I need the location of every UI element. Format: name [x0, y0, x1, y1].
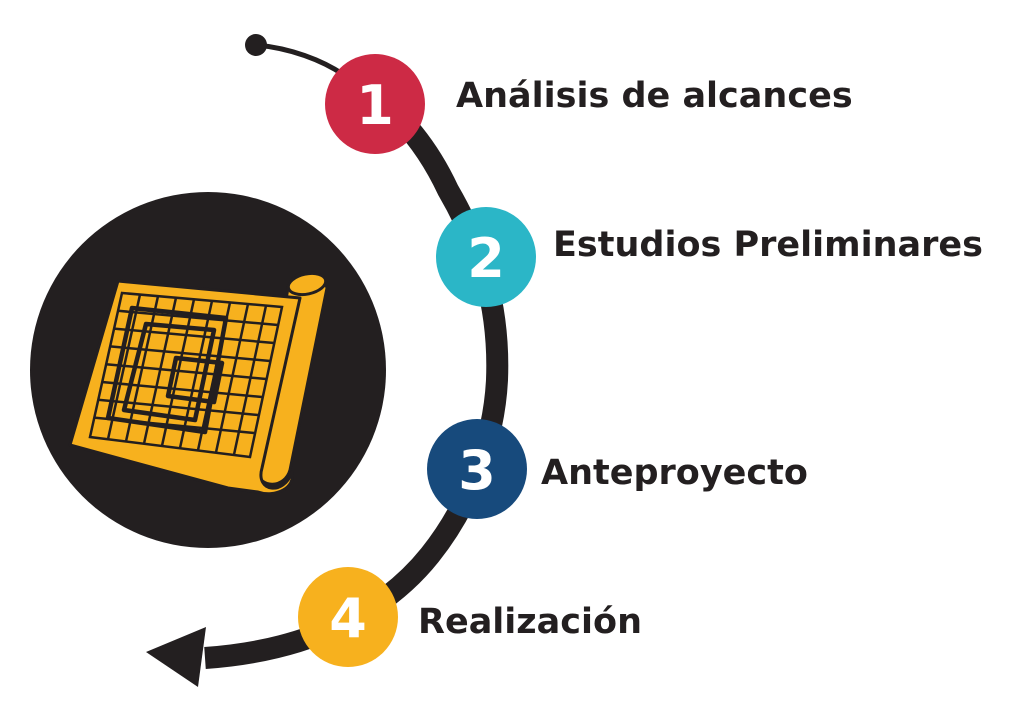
step-2-label: Estudios Preliminares [553, 225, 983, 265]
blueprint-badge [30, 192, 386, 548]
step-4: 4 Realización [298, 567, 642, 667]
step-1-number: 1 [356, 74, 394, 137]
step-1: 1 Análisis de alcances [325, 54, 853, 154]
step-3-label: Anteproyecto [541, 453, 808, 493]
step-2-number: 2 [467, 227, 505, 290]
arc-arrowhead [146, 627, 206, 687]
step-2-circle [436, 207, 536, 307]
step-3-circle [427, 419, 527, 519]
step-2: 2 Estudios Preliminares [436, 207, 983, 307]
step-4-circle [298, 567, 398, 667]
step-1-circle [325, 54, 425, 154]
blueprint-roll-icon [68, 270, 329, 496]
step-3-number: 3 [458, 439, 496, 502]
step-1-label: Análisis de alcances [456, 76, 853, 116]
blueprint-roll-top [286, 271, 328, 297]
blueprint-plan-outline [105, 305, 229, 435]
arc-start-segment [253, 42, 347, 78]
step-4-number: 4 [329, 587, 367, 650]
step-3: 3 Anteproyecto [427, 419, 808, 519]
step-4-label: Realización [418, 602, 642, 642]
arc-start-dot [245, 34, 267, 56]
blueprint-grid [88, 291, 284, 459]
